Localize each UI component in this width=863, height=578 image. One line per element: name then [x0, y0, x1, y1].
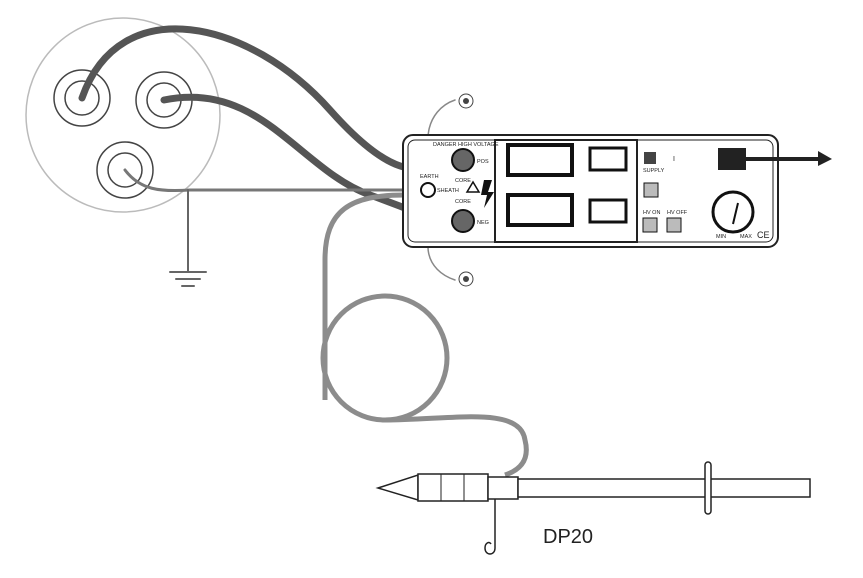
switch-mark: I	[673, 156, 675, 163]
pos-terminal	[451, 148, 475, 172]
warning-icon	[465, 180, 481, 193]
earth-terminal	[420, 182, 436, 198]
core-label-bottom: CORE	[455, 199, 471, 205]
supply-label: SUPPLY	[643, 168, 665, 174]
sheath-label: SHEATH	[437, 188, 459, 194]
hv-on-button[interactable]	[642, 217, 658, 233]
power-inlet	[718, 148, 746, 170]
dp20-probe	[375, 461, 811, 555]
danger-label: DANGER HIGH VOLTAGE	[433, 142, 499, 148]
earth-icon	[169, 189, 207, 287]
core-label-top: CORE	[455, 178, 471, 184]
voltage-knob[interactable]	[711, 190, 755, 234]
min-label: MIN	[716, 234, 726, 240]
ce-mark: CE	[757, 230, 770, 240]
hv-off-label: HV OFF	[667, 210, 688, 216]
insulators	[458, 93, 474, 287]
neg-meter	[506, 193, 574, 227]
hv-off-button[interactable]	[666, 217, 682, 233]
max-label: MAX	[740, 234, 752, 240]
probe-label: DP20	[543, 526, 593, 548]
supply-switch[interactable]	[644, 152, 656, 164]
neg-terminal	[451, 209, 475, 233]
neg-label: NEG	[477, 220, 489, 226]
range-button[interactable]	[643, 182, 659, 198]
sheath-lead	[123, 168, 412, 193]
probe-cable	[320, 192, 529, 478]
pos-label: POS	[477, 159, 489, 165]
power-cord-arrow-icon	[746, 151, 832, 166]
supply-meter	[588, 146, 628, 172]
hv-on-label: HV ON	[643, 210, 660, 216]
pos-meter	[506, 143, 574, 177]
earth-label: EARTH	[420, 174, 439, 180]
current-meter	[588, 198, 628, 224]
test-set-panel	[402, 134, 832, 248]
high-voltage-icon	[481, 180, 494, 208]
